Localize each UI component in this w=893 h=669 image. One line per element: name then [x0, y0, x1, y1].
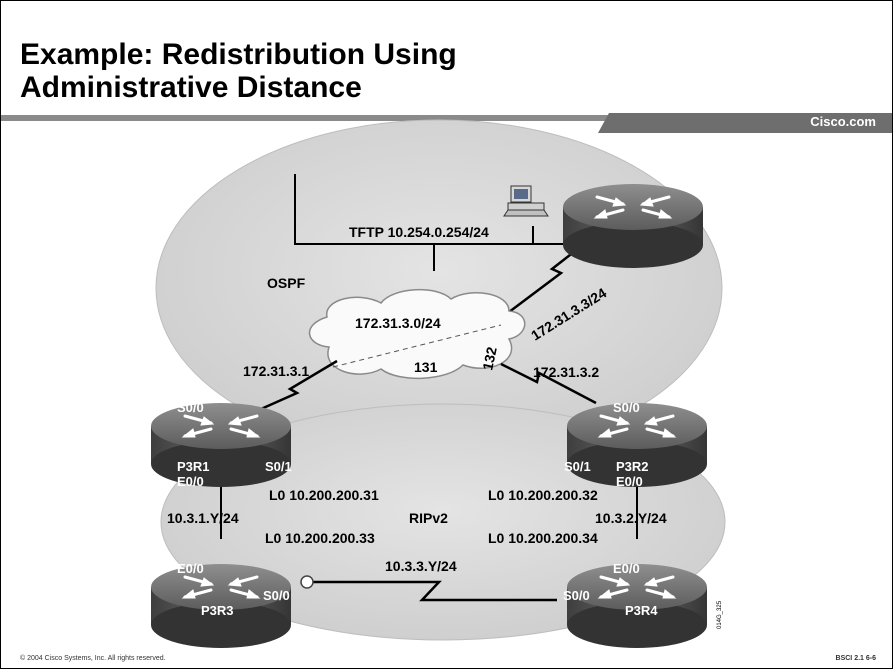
p3r4-name: P3R4 — [625, 603, 658, 618]
p3r1-e00-label: E0/0 — [177, 474, 204, 489]
p3r2-ethernet-subnet: 10.3.2.Y/24 — [595, 510, 667, 526]
figure-code: 014G_325 — [717, 600, 723, 629]
loopback-31-label: L0 10.200.200.31 — [269, 487, 379, 503]
footer-course: BSCI 2.1 6-6 — [835, 655, 876, 662]
serial-link-p3r1 — [260, 359, 338, 411]
pc-icon — [503, 185, 549, 217]
cloud-subnet-label: 172.31.3.0/24 — [355, 315, 441, 331]
router-hub-icon — [561, 182, 705, 270]
p3r2-serial-label: 172.31.3.2 — [533, 364, 599, 380]
p3r1-ethernet-subnet: 10.3.1.Y/24 — [167, 510, 239, 526]
p3r2-s01-label: S0/1 — [564, 459, 591, 474]
title-line-2: Administrative Distance — [20, 71, 362, 104]
dlci-131-label: 131 — [414, 359, 438, 375]
footer-copyright: © 2004 Cisco Systems, Inc. All rights re… — [20, 655, 166, 662]
slide-title: Example: Redistribution Using Administra… — [20, 38, 457, 104]
title-line-1: Example: Redistribution Using — [20, 38, 457, 71]
p3r3-s00-label: S0/0 — [263, 588, 290, 603]
serial-endpoint — [300, 575, 314, 589]
r3-r4-subnet: 10.3.3.Y/24 — [385, 558, 457, 574]
brand-tab — [598, 113, 892, 133]
p3r4-e00-label: E0/0 — [613, 561, 640, 576]
loopback-34-label: L0 10.200.200.34 — [488, 530, 598, 546]
serial-link-r3-r4 — [307, 580, 557, 602]
loopback-32-label: L0 10.200.200.32 — [488, 487, 598, 503]
p3r2-e00-label: E0/0 — [616, 474, 643, 489]
loopback-33-label: L0 10.200.200.33 — [265, 530, 375, 546]
ospf-label: OSPF — [267, 275, 306, 291]
tftp-label: TFTP 10.254.0.254/24 — [349, 224, 489, 240]
serial-link-p3r2 — [500, 362, 597, 405]
p3r3-e00-label: E0/0 — [177, 561, 204, 576]
tftp-segment — [294, 174, 564, 271]
ripv2-label: RIPv2 — [409, 510, 448, 526]
title-rule — [1, 115, 609, 121]
p3r1-serial-label: 172.31.3.1 — [243, 363, 309, 379]
p3r3-name: P3R3 — [201, 603, 234, 618]
p3r1-s01-label: S0/1 — [265, 459, 292, 474]
frame-relay-cloud — [308, 289, 526, 379]
p3r4-s00-label: S0/0 — [563, 588, 590, 603]
p3r2-name: P3R2 — [616, 459, 649, 474]
router-p3r1-icon — [149, 401, 293, 489]
p3r1-name: P3R1 — [177, 459, 210, 474]
p3r2-s00-label: S0/0 — [613, 400, 640, 415]
p3r1-s00-label: S0/0 — [177, 400, 204, 415]
brand-label: Cisco.com — [810, 114, 876, 129]
dlci-132-label: 132 — [479, 345, 500, 371]
